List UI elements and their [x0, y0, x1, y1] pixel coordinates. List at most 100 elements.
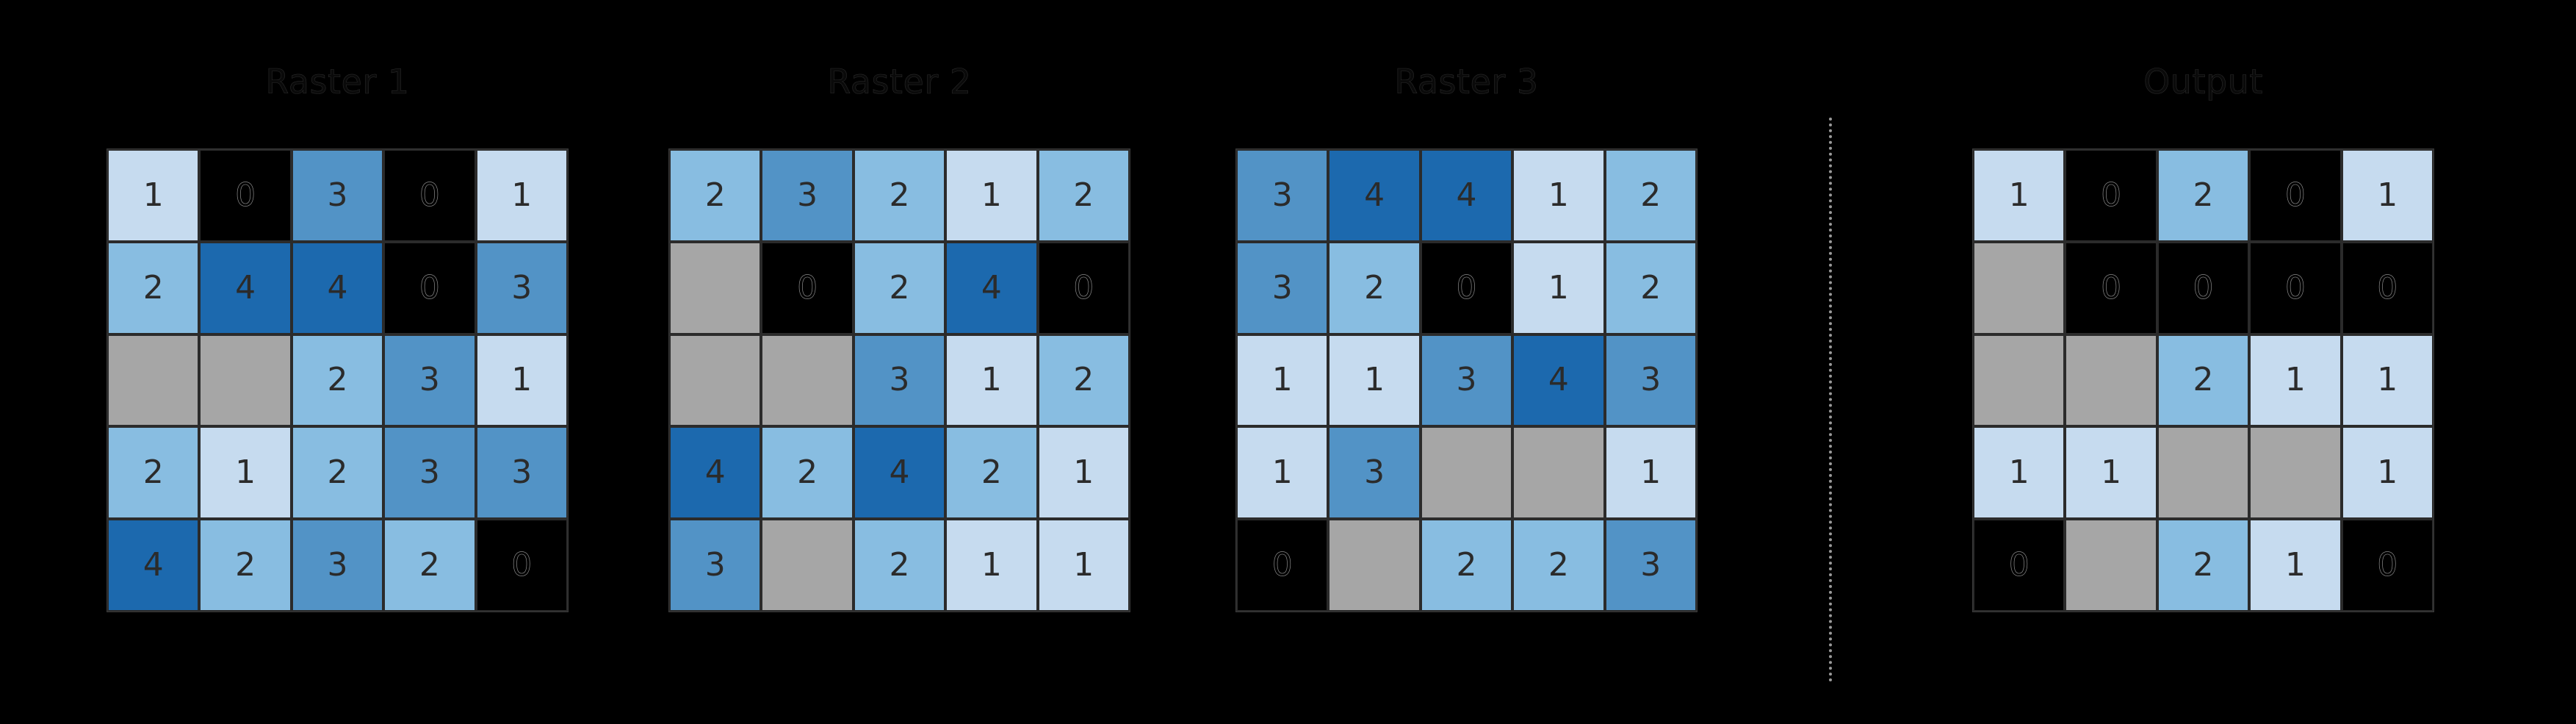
raster-cell: 1 [1604, 426, 1697, 520]
raster-cell: 3 [853, 334, 946, 427]
raster-cell: 3 [1604, 519, 1697, 612]
raster-cell: 0 [2341, 519, 2434, 612]
raster-cell: 0 [1037, 241, 1130, 334]
raster-cell: 1 [945, 519, 1038, 612]
raster-cell: 1 [1236, 426, 1329, 520]
raster-cell: 1 [945, 149, 1038, 242]
raster-cell: 2 [1420, 519, 1513, 612]
raster-cell: 2 [291, 426, 384, 520]
raster-cell: 2 [107, 426, 200, 520]
raster-cell: 1 [1037, 519, 1130, 612]
raster-cell: 4 [669, 426, 762, 520]
raster-cell: 0 [1420, 241, 1513, 334]
raster-cell: 2 [383, 519, 476, 612]
raster-cell [2157, 426, 2250, 520]
raster-cell: 1 [2341, 334, 2434, 427]
raster-cell: 1 [1037, 426, 1130, 520]
raster-cell: 3 [291, 519, 384, 612]
raster-cell: 0 [199, 149, 292, 242]
raster-cell [669, 241, 762, 334]
raster-cell: 1 [199, 426, 292, 520]
raster-cell: 3 [669, 519, 762, 612]
panel-title: Raster 3 [1394, 62, 1539, 101]
raster-cell: 3 [383, 426, 476, 520]
raster-cell [2249, 426, 2342, 520]
panel-title: Raster 1 [265, 62, 410, 101]
raster-cell [1973, 241, 2066, 334]
raster-cell: 2 [1604, 149, 1697, 242]
raster-cell [761, 519, 854, 612]
raster-cell: 3 [383, 334, 476, 427]
raster-cell: 1 [2249, 519, 2342, 612]
raster-cell: 0 [383, 241, 476, 334]
raster-cell: 0 [2341, 241, 2434, 334]
raster-cell: 4 [199, 241, 292, 334]
raster-cell: 1 [475, 334, 568, 427]
raster-cell: 2 [2157, 149, 2250, 242]
raster-cell: 1 [1236, 334, 1329, 427]
raster-cell: 1 [2065, 426, 2157, 520]
raster-cell [1512, 426, 1605, 520]
raster-cell: 1 [2341, 149, 2434, 242]
raster-cell [2065, 334, 2157, 427]
raster-cell: 2 [945, 426, 1038, 520]
raster-cell: 2 [1328, 241, 1421, 334]
raster-cell: 4 [1420, 149, 1513, 242]
raster-cell: 3 [1420, 334, 1513, 427]
raster-cell: 2 [1037, 149, 1130, 242]
raster-cell: 2 [107, 241, 200, 334]
raster-cell: 1 [107, 149, 200, 242]
raster-cell: 1 [1973, 426, 2066, 520]
raster-cell: 2 [1604, 241, 1697, 334]
raster-cell: 2 [2157, 334, 2250, 427]
raster-cell: 2 [291, 334, 384, 427]
raster-cell: 3 [475, 426, 568, 520]
raster-cell: 2 [199, 519, 292, 612]
raster-cell: 0 [2249, 241, 2342, 334]
raster-cell: 2 [1037, 334, 1130, 427]
raster-cell [199, 334, 292, 427]
raster-cell: 3 [1236, 149, 1329, 242]
raster-cell [1973, 334, 2066, 427]
raster-cell: 0 [475, 519, 568, 612]
raster-cell [761, 334, 854, 427]
raster-cell: 0 [383, 149, 476, 242]
raster-cell [1328, 519, 1421, 612]
raster-cell: 3 [475, 241, 568, 334]
raster-cell: 2 [853, 149, 946, 242]
raster-cell: 2 [1512, 519, 1605, 612]
raster-cell: 2 [669, 149, 762, 242]
raster-cell: 2 [853, 519, 946, 612]
raster-cell: 2 [2157, 519, 2250, 612]
panel-title: Output [2143, 62, 2263, 101]
raster-cell: 1 [1512, 149, 1605, 242]
raster-cell: 4 [291, 241, 384, 334]
raster-cell: 0 [1236, 519, 1329, 612]
raster-cell: 4 [107, 519, 200, 612]
raster-cell: 4 [1512, 334, 1605, 427]
raster-cell: 1 [2341, 426, 2434, 520]
raster-cell: 3 [291, 149, 384, 242]
raster-cell: 4 [945, 241, 1038, 334]
raster-cell: 1 [475, 149, 568, 242]
raster-cell: 0 [2065, 241, 2157, 334]
raster-cell [2065, 519, 2157, 612]
panel-title: Raster 2 [827, 62, 972, 101]
raster-cell: 1 [945, 334, 1038, 427]
raster-cell: 3 [761, 149, 854, 242]
raster-cell: 4 [1328, 149, 1421, 242]
raster-cell [669, 334, 762, 427]
raster-cell: 0 [761, 241, 854, 334]
dotted-separator [1829, 118, 1832, 682]
raster-cell: 0 [2157, 241, 2250, 334]
raster-cell: 3 [1328, 426, 1421, 520]
raster-cell [107, 334, 200, 427]
raster-cell: 4 [853, 426, 946, 520]
raster-cell [1420, 426, 1513, 520]
raster-cell: 2 [853, 241, 946, 334]
raster-cell: 1 [1512, 241, 1605, 334]
